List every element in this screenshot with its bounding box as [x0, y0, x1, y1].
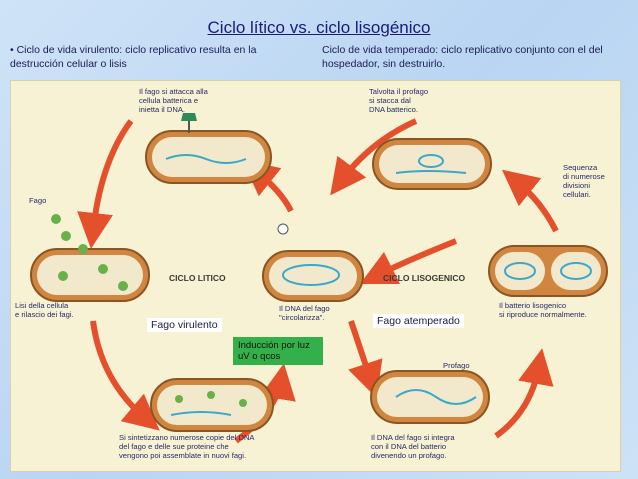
bacterium-circularize: [262, 223, 364, 302]
bacterium-synthesis: [150, 378, 274, 432]
lytic-description: • Ciclo de vida virulento: ciclo replica…: [10, 44, 257, 70]
bacterium-attach: [145, 113, 272, 184]
bacterium-integrate: [370, 370, 490, 424]
induction-box: Inducción por luz uV o qcos: [233, 337, 323, 365]
bacterium-excise: [372, 138, 492, 190]
tag-fago-virulento: Fago virulento: [147, 318, 222, 332]
label-circularize: Il DNA del fago "circolarizza".: [279, 304, 330, 322]
label-reproduce: Il batterio lisogenico si riproduce norm…: [499, 301, 587, 319]
label-excise: Talvolta il profago si stacca dal DNA ba…: [369, 87, 429, 114]
label-lytic-cycle: CICLO LITICO: [169, 273, 226, 283]
label-sequence: Sequenza di numerose divisioni cellulari…: [563, 163, 605, 199]
cycle-arrows: [77, 118, 559, 444]
lysogenic-description: Ciclo de vida temperado: ciclo replicati…: [322, 44, 603, 70]
label-lysogenic-cycle: CICLO LISOGENICO: [383, 273, 466, 283]
label-fago: Fago: [29, 196, 47, 205]
label-lysis: Lisi della cellula e rilascio dei fagi.: [15, 301, 74, 319]
bacterium-dividing: [488, 245, 608, 297]
label-profago: Profago: [443, 361, 470, 370]
label-synthesis: Si sintetizzano numerose copie del DNA d…: [119, 433, 255, 460]
label-integrate: Il DNA del fago si integra con il DNA de…: [371, 433, 455, 460]
cycle-diagram: Il fago si attacca alla cellula batteric…: [10, 80, 621, 472]
cycle-illustration: [30, 113, 608, 444]
label-attach: Il fago si attacca alla cellula batteric…: [139, 87, 208, 114]
bacterium-lysis: [30, 214, 150, 302]
tag-fago-atemperado: Fago atemperado: [373, 314, 464, 328]
slide-title: Ciclo lítico vs. ciclo lisogénico: [207, 18, 431, 37]
